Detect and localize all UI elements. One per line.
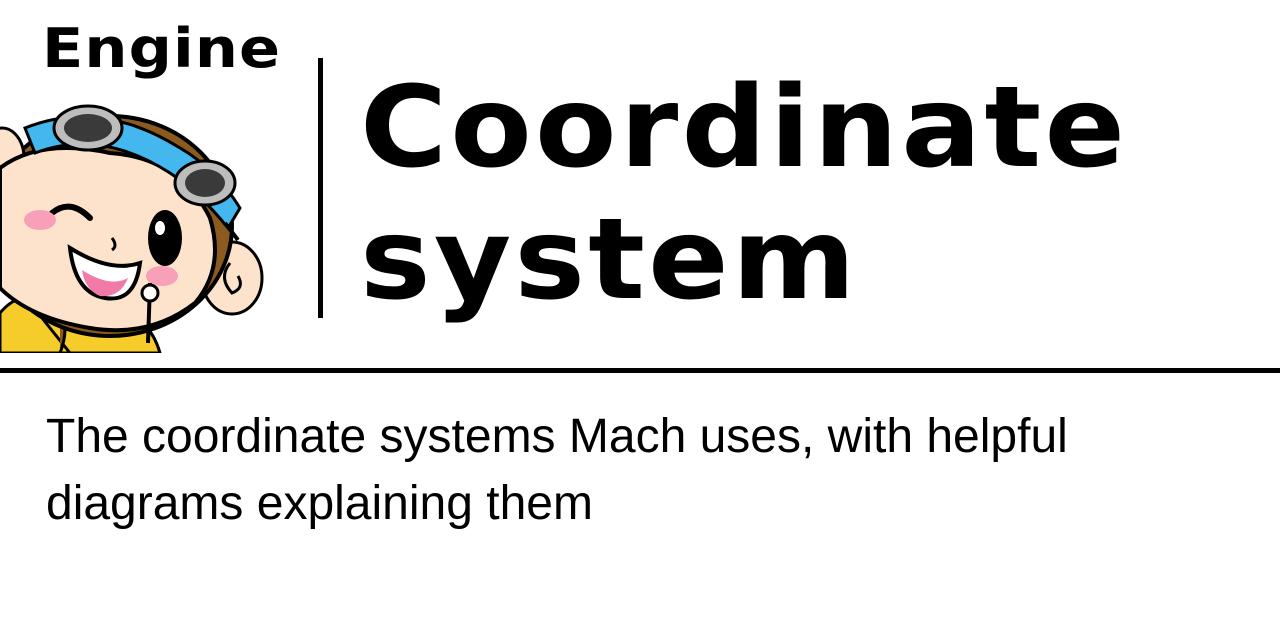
page-title-line-1: Coordinate bbox=[360, 63, 1129, 193]
section-divider bbox=[0, 368, 1280, 373]
page-title: Coordinate system bbox=[360, 62, 1260, 326]
section-label: Engine bbox=[42, 17, 282, 80]
header-divider bbox=[318, 58, 323, 318]
page-description: The coordinate systems Mach uses, with h… bbox=[46, 410, 1068, 530]
monkey-mascot-icon bbox=[0, 98, 270, 353]
page-title-line-2: system bbox=[360, 195, 859, 325]
